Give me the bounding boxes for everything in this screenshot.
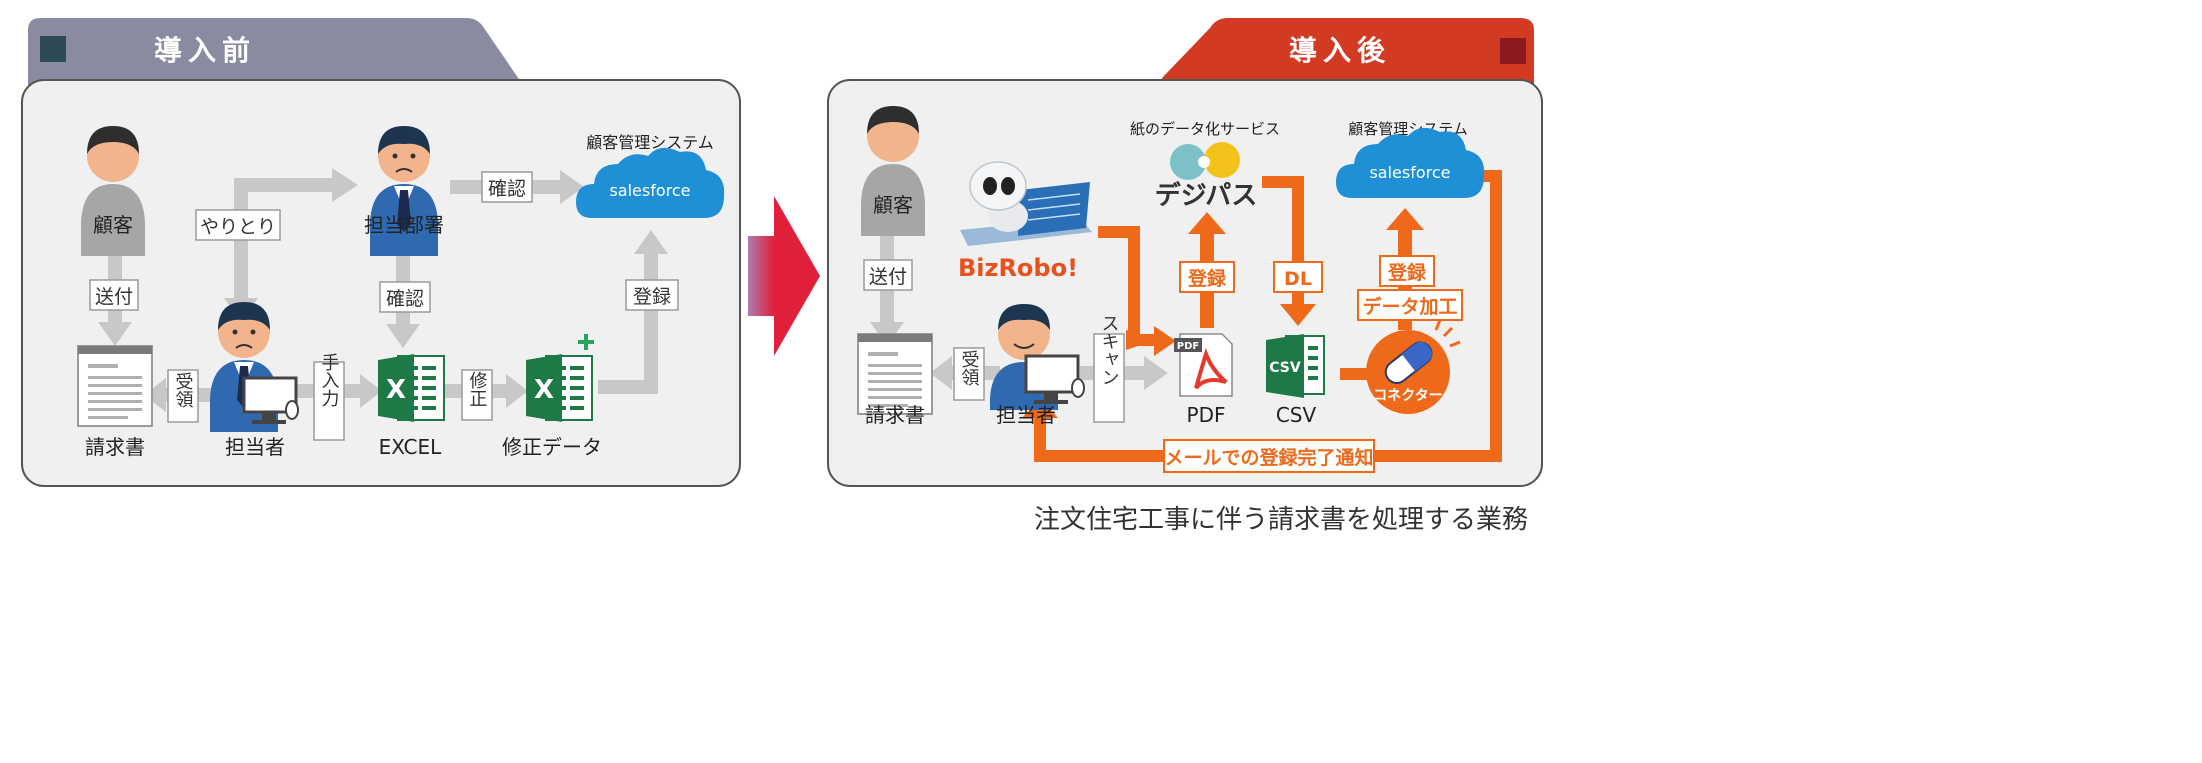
bizrobo-robot-icon xyxy=(960,161,1092,246)
label-data-processing: データ加工 xyxy=(1362,295,1457,318)
connector-capsule-icon xyxy=(1366,319,1461,414)
label-scan: スキャン xyxy=(1099,314,1120,386)
after-gray-labels: 送付 受領 スキャン xyxy=(863,259,1125,423)
label-notify: メールでの登録完了通知 xyxy=(1164,446,1373,469)
after-panel: 導入後 xyxy=(827,18,1543,487)
dejipas-logo: デジパス xyxy=(1155,180,1257,211)
after-header-square xyxy=(1500,38,1526,64)
csv-file-icon: CSV xyxy=(1266,334,1325,398)
connector-label: コネクター xyxy=(1373,388,1442,404)
after-label-receive: 受領 xyxy=(959,350,980,386)
after-invoice-label: 請求書 xyxy=(865,403,925,427)
pdf-label: PDF xyxy=(1187,403,1226,427)
label-receive: 受領 xyxy=(173,372,194,408)
transition-arrow-icon xyxy=(748,196,820,356)
after-orange-labels: 登録 DL 登録 データ加工 メールでの登録完了通知 xyxy=(1163,255,1463,473)
before-header-square xyxy=(40,36,66,62)
after-invoice-document-icon xyxy=(857,333,933,415)
csv-label: CSV xyxy=(1276,403,1317,427)
after-salesforce-logo: salesforce xyxy=(1369,163,1450,182)
before-arrow-labels: 送付 やりとり 確認 確認 受領 手入力 修正 登録 xyxy=(89,171,679,441)
after-staff-label: 担当者 xyxy=(996,403,1056,427)
before-fixed-data-label: 修正データ xyxy=(502,435,602,459)
label-fix: 修正 xyxy=(467,371,488,407)
after-customer-label: 顧客 xyxy=(873,193,913,217)
label-send: 送付 xyxy=(95,286,133,308)
pdf-badge: PDF xyxy=(1177,341,1199,352)
dejipas-bubbles-icon xyxy=(1170,142,1240,180)
label-register-pdf: 登録 xyxy=(1187,267,1227,290)
label-dl: DL xyxy=(1284,268,1312,290)
csv-badge: CSV xyxy=(1269,360,1301,376)
label-register-crm: 登録 xyxy=(1387,261,1427,284)
before-crm-caption: 顧客管理システム xyxy=(586,133,714,152)
label-manual-input: 手入力 xyxy=(319,353,340,407)
invoice-document-icon xyxy=(77,345,153,427)
before-title: 導入前 xyxy=(154,34,256,67)
fixed-excel-icon xyxy=(525,334,594,423)
staff-computer-icon xyxy=(209,301,299,433)
label-exchange: やりとり xyxy=(200,216,276,238)
after-staff-computer-icon xyxy=(990,304,1085,410)
before-customer-label: 顧客 xyxy=(93,213,133,237)
after-title: 導入後 xyxy=(1289,34,1391,67)
before-salesforce-logo: salesforce xyxy=(609,181,690,200)
before-excel-label: EXCEL xyxy=(379,435,442,459)
excel-icon xyxy=(377,353,445,423)
before-staff-label: 担当者 xyxy=(225,435,285,459)
before-invoice-label: 請求書 xyxy=(85,435,145,459)
after-label-send: 送付 xyxy=(869,266,907,288)
figure-caption: 注文住宅工事に伴う請求書を処理する業務 xyxy=(1034,505,1528,535)
paper-service-caption: 紙のデータ化サービス xyxy=(1130,120,1280,138)
bizrobo-logo: BizRobo! xyxy=(958,254,1078,282)
label-confirm-top: 確認 xyxy=(488,178,526,200)
pdf-file-icon: PDF xyxy=(1174,333,1233,397)
label-register: 登録 xyxy=(633,286,671,308)
label-confirm-mid: 確認 xyxy=(386,288,424,310)
before-panel: 導入前 送付 やりとり xyxy=(21,18,741,487)
before-department-label: 担当部署 xyxy=(364,213,444,237)
